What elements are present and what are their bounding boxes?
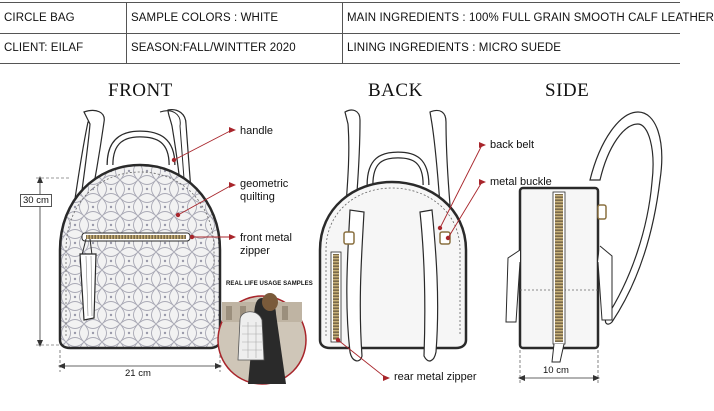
dim-width: 21 cm bbox=[125, 368, 151, 379]
spec-table: CIRCLE BAG SAMPLE COLORS : WHITE MAIN IN… bbox=[0, 0, 714, 66]
dim-depth: 10 cm bbox=[543, 365, 569, 376]
back-view-title: BACK bbox=[368, 80, 423, 101]
label-front-zipper-1: front metal bbox=[240, 232, 292, 244]
front-leaders bbox=[173, 129, 233, 238]
label-geometric: geometric bbox=[240, 178, 289, 190]
spec-row-2: CLIENT: EILAF SEASON:FALL/WINTTER 2020 L… bbox=[0, 33, 680, 64]
product-name: CIRCLE BAG bbox=[4, 12, 75, 24]
lining-ingredients: LINING INGREDIENTS : MICRO SUEDE bbox=[342, 33, 685, 63]
sample-colors: SAMPLE COLORS : WHITE bbox=[126, 3, 343, 33]
client-name: CLIENT: EILAF bbox=[4, 42, 84, 54]
back-bag bbox=[318, 109, 468, 362]
label-metal-buckle: metal buckle bbox=[490, 176, 552, 188]
front-view-title: FRONT bbox=[108, 80, 173, 101]
side-view-title: SIDE bbox=[545, 80, 590, 101]
front-bag bbox=[58, 109, 222, 350]
photo-caption: REAL LIFE USAGE SAMPLES bbox=[226, 281, 313, 287]
label-back-belt: back belt bbox=[490, 139, 535, 151]
label-front-zipper-2: zipper bbox=[240, 245, 270, 257]
side-bag bbox=[505, 111, 663, 363]
back-leaders bbox=[337, 144, 483, 379]
usage-photo bbox=[217, 293, 307, 385]
technical-drawing bbox=[36, 109, 663, 385]
label-quilting: quilting bbox=[240, 191, 275, 203]
label-rear-zipper: rear metal zipper bbox=[394, 371, 477, 383]
label-handle: handle bbox=[240, 125, 274, 137]
season: SEASON:FALL/WINTTER 2020 bbox=[126, 33, 343, 63]
main-ingredients: MAIN INGREDIENTS : 100% FULL GRAIN SMOOT… bbox=[342, 3, 714, 33]
spec-row-1: CIRCLE BAG SAMPLE COLORS : WHITE MAIN IN… bbox=[0, 2, 714, 34]
dim-height: 30 cm bbox=[20, 194, 52, 207]
side-dimensions bbox=[518, 350, 600, 384]
